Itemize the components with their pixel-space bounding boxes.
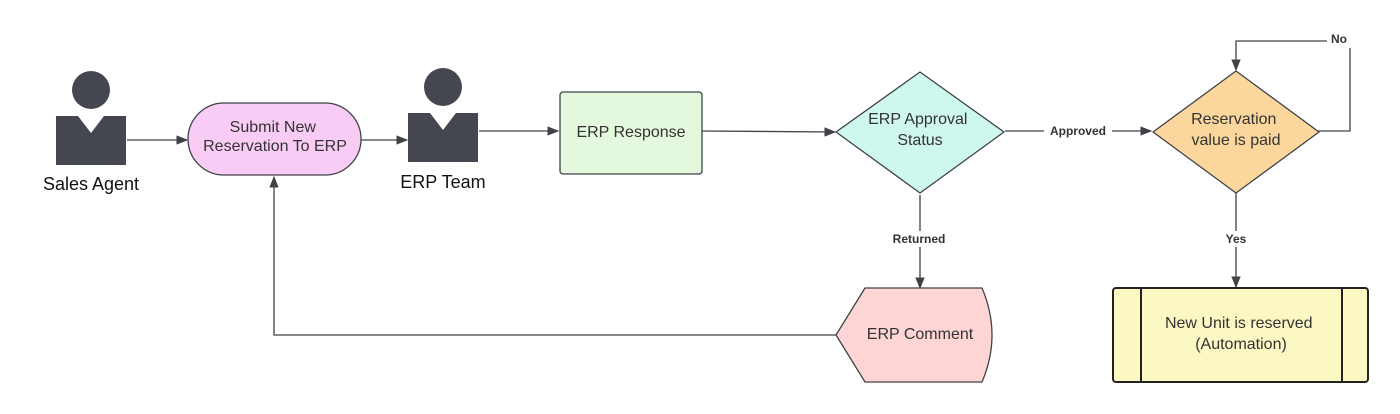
sales-agent-actor-icon: [56, 71, 126, 165]
unit-reserved-line-1: New Unit is reserved: [1165, 315, 1313, 332]
unit-reserved-node: New Unit is reserved (Automation): [1112, 287, 1369, 383]
erp-approval-status-line-2: Status: [897, 132, 942, 149]
erp-approval-status-line-1: ERP Approval: [868, 111, 967, 128]
edge-response-to-approval: [701, 127, 837, 137]
submit-reservation-line-1: Submit New: [230, 119, 317, 136]
erp-approval-status-node: ERP Approval Status: [835, 71, 1005, 194]
sales-agent-label: Sales Agent: [43, 174, 139, 194]
edge-comment-to-submit: [269, 175, 836, 336]
erp-response-node: ERP Response: [559, 91, 703, 175]
unit-reserved-line-2: (Automation): [1195, 336, 1287, 353]
edge-label-returned: Returned: [893, 232, 946, 246]
erp-comment-node: ERP Comment: [835, 287, 993, 383]
submit-reservation-node: Submit New Reservation To ERP: [187, 102, 362, 176]
erp-team-label: ERP Team: [400, 172, 485, 192]
svg-text:New Unit is reserved (Au: New Unit is reserved (Automation): [1165, 315, 1317, 353]
edge-label-no: No: [1331, 32, 1347, 46]
reservation-paid-line-2: value is paid: [1192, 132, 1281, 149]
svg-text:Reservation value is pai: Reservation value is paid: [1191, 111, 1281, 149]
svg-text:Submit New Reservation: Submit New Reservation To ERP: [203, 119, 347, 155]
edge-label-approved: Approved: [1050, 124, 1106, 138]
submit-reservation-line-2: Reservation To ERP: [203, 138, 347, 155]
erp-team-actor-icon: [408, 68, 478, 162]
erp-comment-label: ERP Comment: [867, 326, 974, 343]
erp-response-label: ERP Response: [576, 124, 685, 141]
reservation-paid-node: Reservation value is paid: [1152, 70, 1320, 194]
reservation-paid-line-1: Reservation: [1191, 111, 1276, 128]
edge-label-yes: Yes: [1226, 232, 1247, 246]
svg-text:ERP Approval Status: ERP Approval Status: [868, 111, 972, 149]
